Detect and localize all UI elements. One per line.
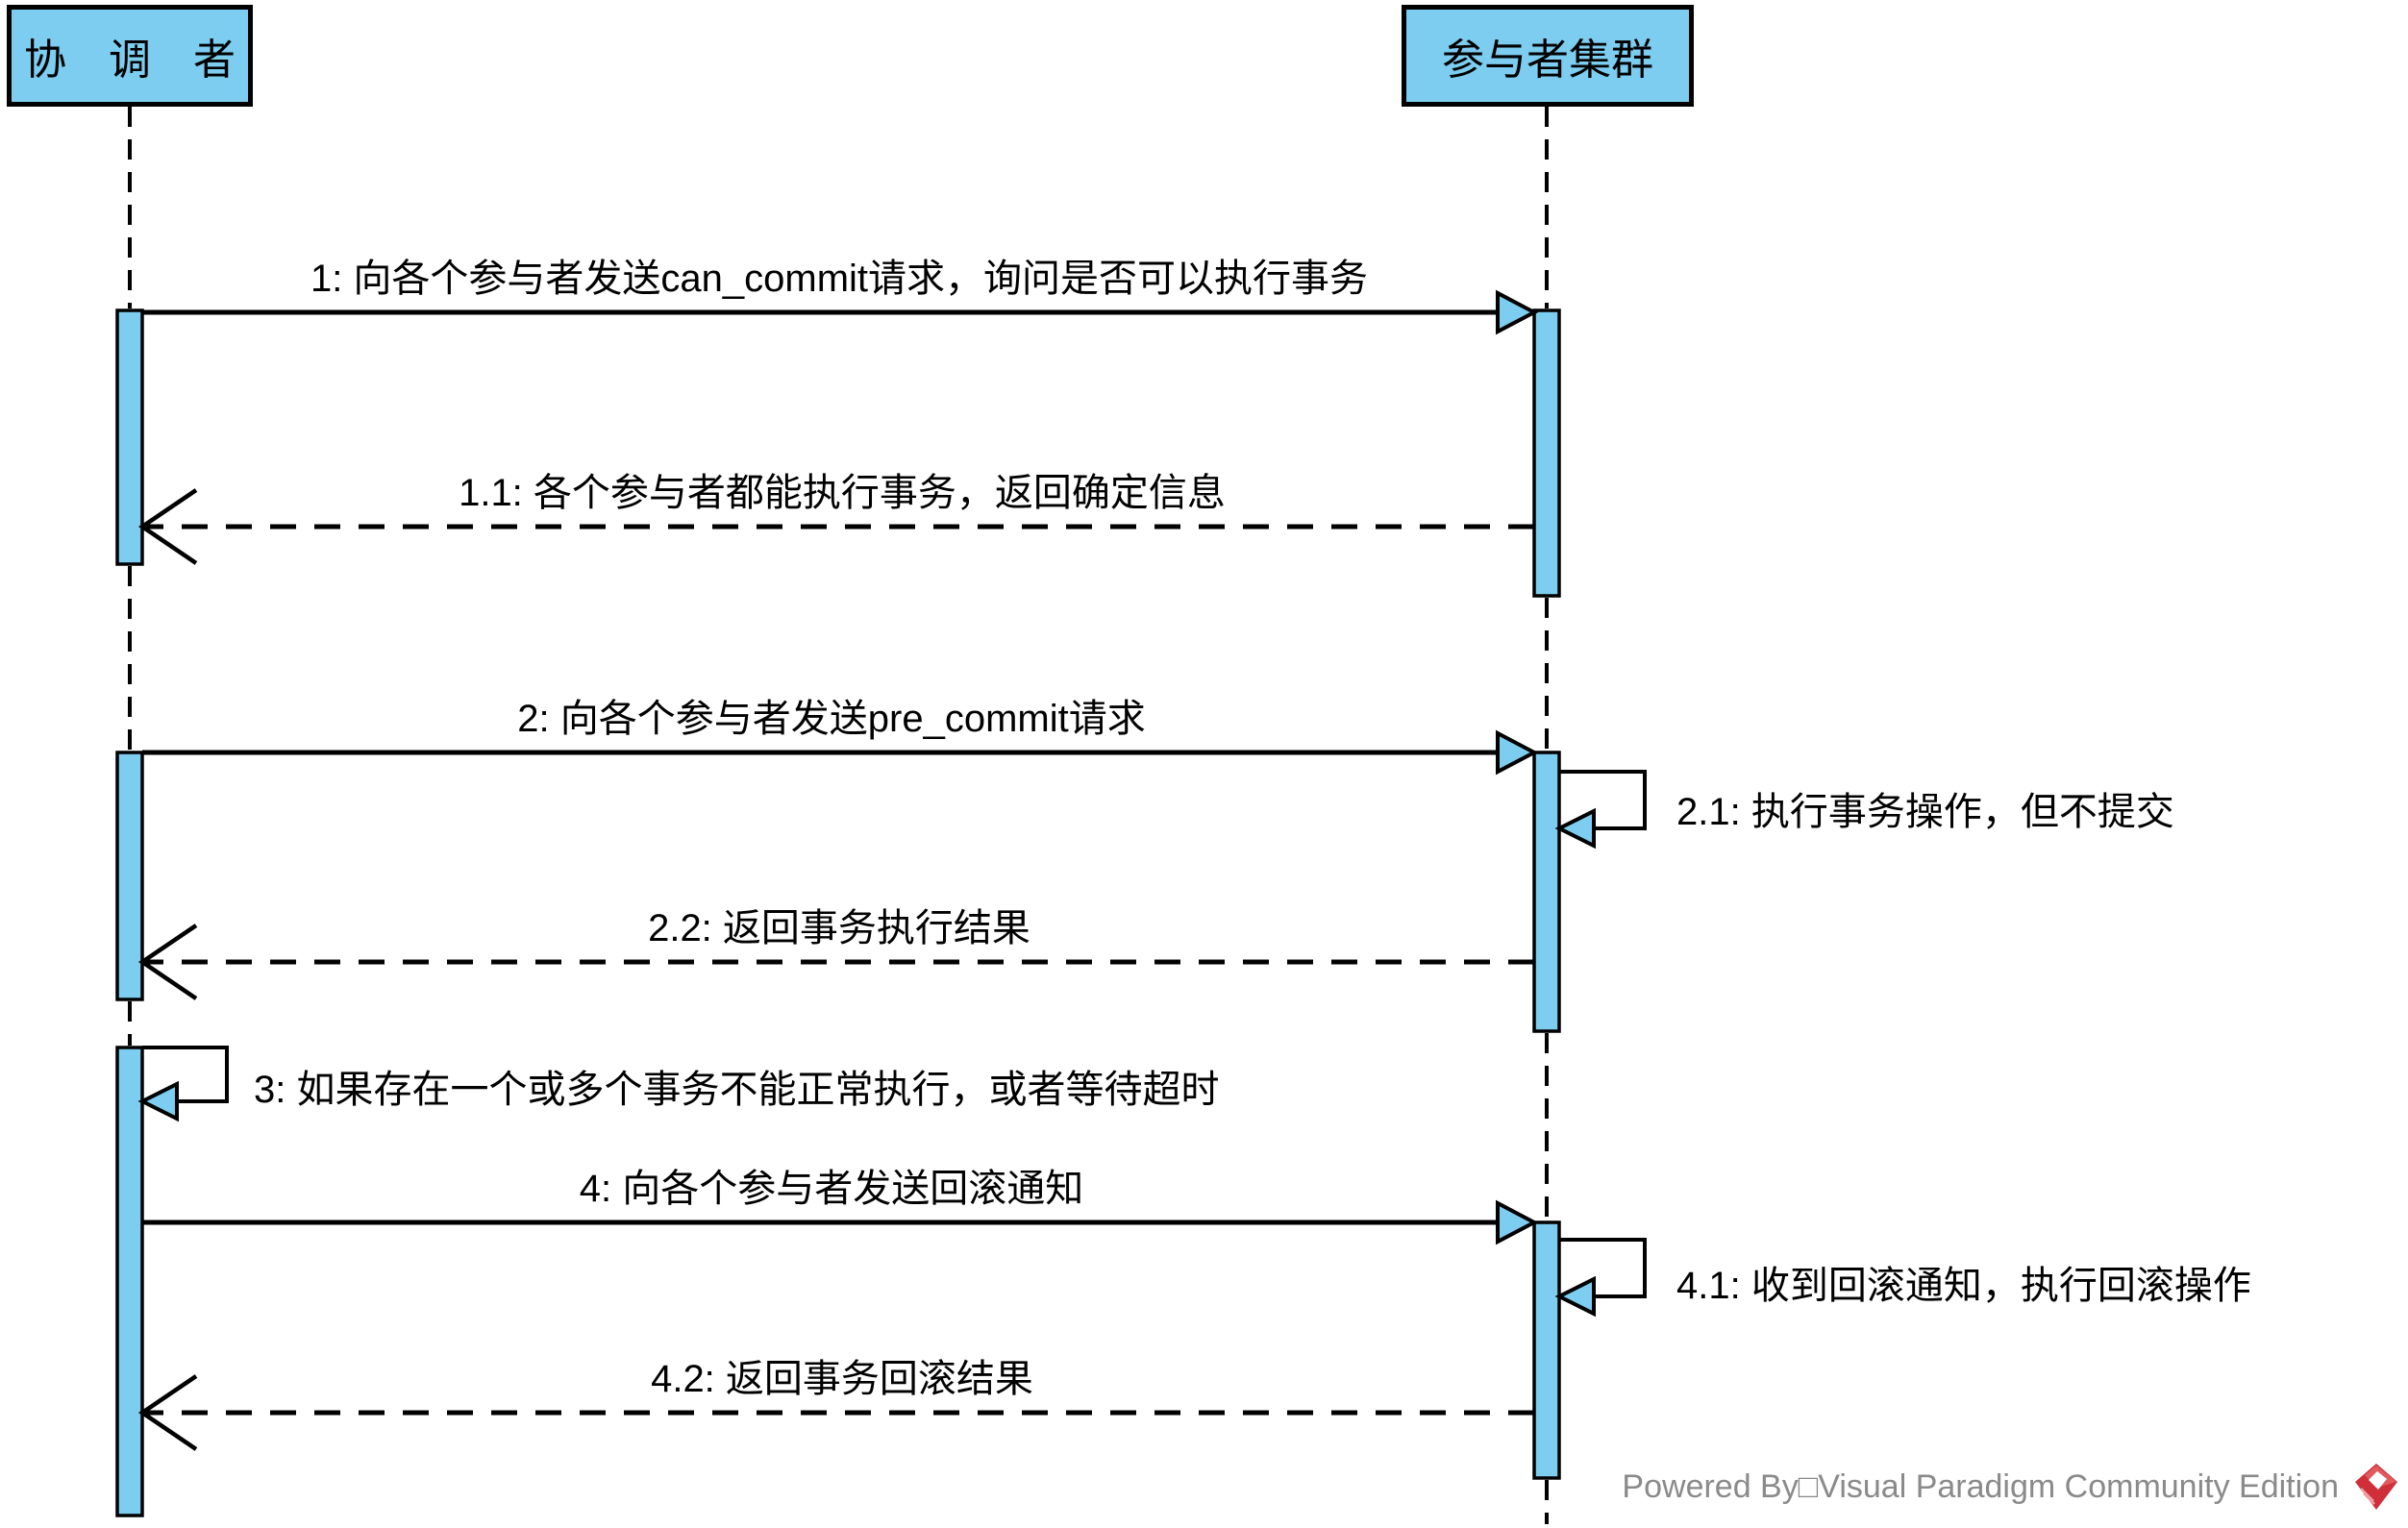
message-2-1-arrowhead xyxy=(1554,807,1596,850)
message-4-2-label: 4.2: 返回事务回滚结果 xyxy=(651,1358,1033,1400)
activation-participant-3 xyxy=(1532,1220,1561,1480)
message-4-1-loop xyxy=(1559,1238,1647,1298)
powered-by-text: Powered By□Visual Paradigm Community Edi… xyxy=(1622,1467,2339,1505)
message-4-label: 4: 向各个参与者发送回滚通知 xyxy=(579,1168,1084,1210)
message-2-2-arrowhead xyxy=(137,924,198,1000)
message-2-2-label: 2.2: 返回事务执行结果 xyxy=(648,907,1030,949)
activation-coordinator-3 xyxy=(115,1046,144,1517)
visual-paradigm-logo-icon xyxy=(2355,1464,2397,1510)
message-1-1-label: 1.1: 各个参与者都能执行事务，返回确定信息 xyxy=(459,472,1226,514)
lifeline-head-participants: 参与者集群 xyxy=(1402,5,1694,107)
lifeline-head-coordinator-label: 协 调 者 xyxy=(24,37,236,84)
message-2-1-loop xyxy=(1559,770,1647,830)
message-1-label: 1: 向各个参与者发送can_commit请求，询问是否可以执行事务 xyxy=(310,258,1369,300)
message-3-loop xyxy=(142,1046,229,1103)
message-4-1-arrowhead xyxy=(1554,1275,1596,1318)
message-3-arrowhead xyxy=(137,1080,179,1122)
message-1-1-arrowhead xyxy=(137,488,198,565)
activation-participant-2 xyxy=(1532,751,1561,1033)
message-2-label: 2: 向各个参与者发送pre_commit请求 xyxy=(517,698,1146,740)
lifeline-head-participants-label: 参与者集群 xyxy=(1442,37,1653,84)
activation-coordinator-2 xyxy=(115,751,144,1001)
message-2-arrowhead xyxy=(1496,729,1539,776)
message-4-arrowhead xyxy=(1496,1199,1539,1245)
message-4-1-label: 4.1: 收到回滚通知，执行回滚操作 xyxy=(1676,1265,2251,1307)
message-1-arrowhead xyxy=(1496,289,1539,335)
message-2-1-label: 2.1: 执行事务操作，但不提交 xyxy=(1676,791,2174,833)
message-3-label: 3: 如果存在一个或多个事务不能正常执行，或者等待超时 xyxy=(254,1069,1220,1111)
message-4-2-arrowhead xyxy=(137,1374,198,1451)
lifeline-head-coordinator: 协 调 者 xyxy=(7,5,253,107)
activation-coordinator-1 xyxy=(115,308,144,566)
activation-participant-1 xyxy=(1532,308,1561,598)
powered-by-footer: Powered By□Visual Paradigm Community Edi… xyxy=(1622,1463,2400,1511)
